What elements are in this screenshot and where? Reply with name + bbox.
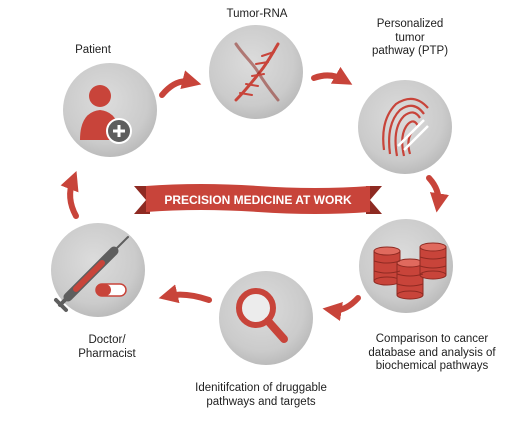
- node-label-line: pathway (PTP): [371, 45, 449, 57]
- title-banner: PRECISION MEDICINE AT WORK: [134, 184, 382, 214]
- arrow-ptp-to-comparison: [426, 175, 449, 213]
- arrow-comparison-to-identification: [322, 295, 361, 321]
- node-label-line: tumor: [395, 31, 425, 44]
- patient-circle: [63, 63, 157, 157]
- node-label-line: Doctor/: [88, 334, 126, 346]
- arrow-patient-to-tumor-rna: [159, 70, 202, 98]
- magnifier-icon: [236, 288, 288, 343]
- arrow-tumor-rna-to-ptp: [311, 66, 353, 85]
- flow-arrows: [60, 66, 449, 321]
- tumor-rna-circle: [209, 25, 303, 119]
- node-label-line: pathways and targets: [206, 395, 316, 408]
- node-label-line: Idenitifcation of druggable: [195, 382, 327, 394]
- node-label-tumor-rna: Tumor-RNA: [222, 8, 292, 22]
- node-label-line: Personalized: [376, 18, 444, 30]
- patient-add-icon: [80, 85, 132, 144]
- node-label-doctor: Doctor/ Pharmacist: [62, 334, 152, 361]
- banner-title: PRECISION MEDICINE AT WORK: [164, 193, 352, 207]
- node-label-line: biochemical pathways: [375, 360, 489, 372]
- node-label-ptp: Personalized tumor pathway (PTP): [360, 18, 460, 59]
- syringe-pill-icon: [54, 236, 129, 312]
- node-label-comparison: Comparison to cancer database and analys…: [352, 333, 512, 374]
- node-label-line: Pharmacist: [78, 347, 136, 360]
- node-label-line: Patient: [75, 44, 111, 56]
- node-label-line: Comparison to cancer: [375, 333, 489, 345]
- arrow-identification-to-doctor: [158, 284, 212, 304]
- node-label-line: database and analysis of: [368, 346, 496, 359]
- fingerprint-dna-icon: [382, 97, 429, 157]
- arrow-doctor-to-patient: [60, 171, 79, 219]
- node-label-patient: Patient: [63, 44, 123, 58]
- dna-helix-icon: [234, 42, 280, 102]
- node-label-line: Tumor-RNA: [226, 8, 288, 20]
- database-stack-icon: [373, 242, 447, 300]
- node-label-identification: Idenitifcation of druggable pathways and…: [176, 382, 346, 409]
